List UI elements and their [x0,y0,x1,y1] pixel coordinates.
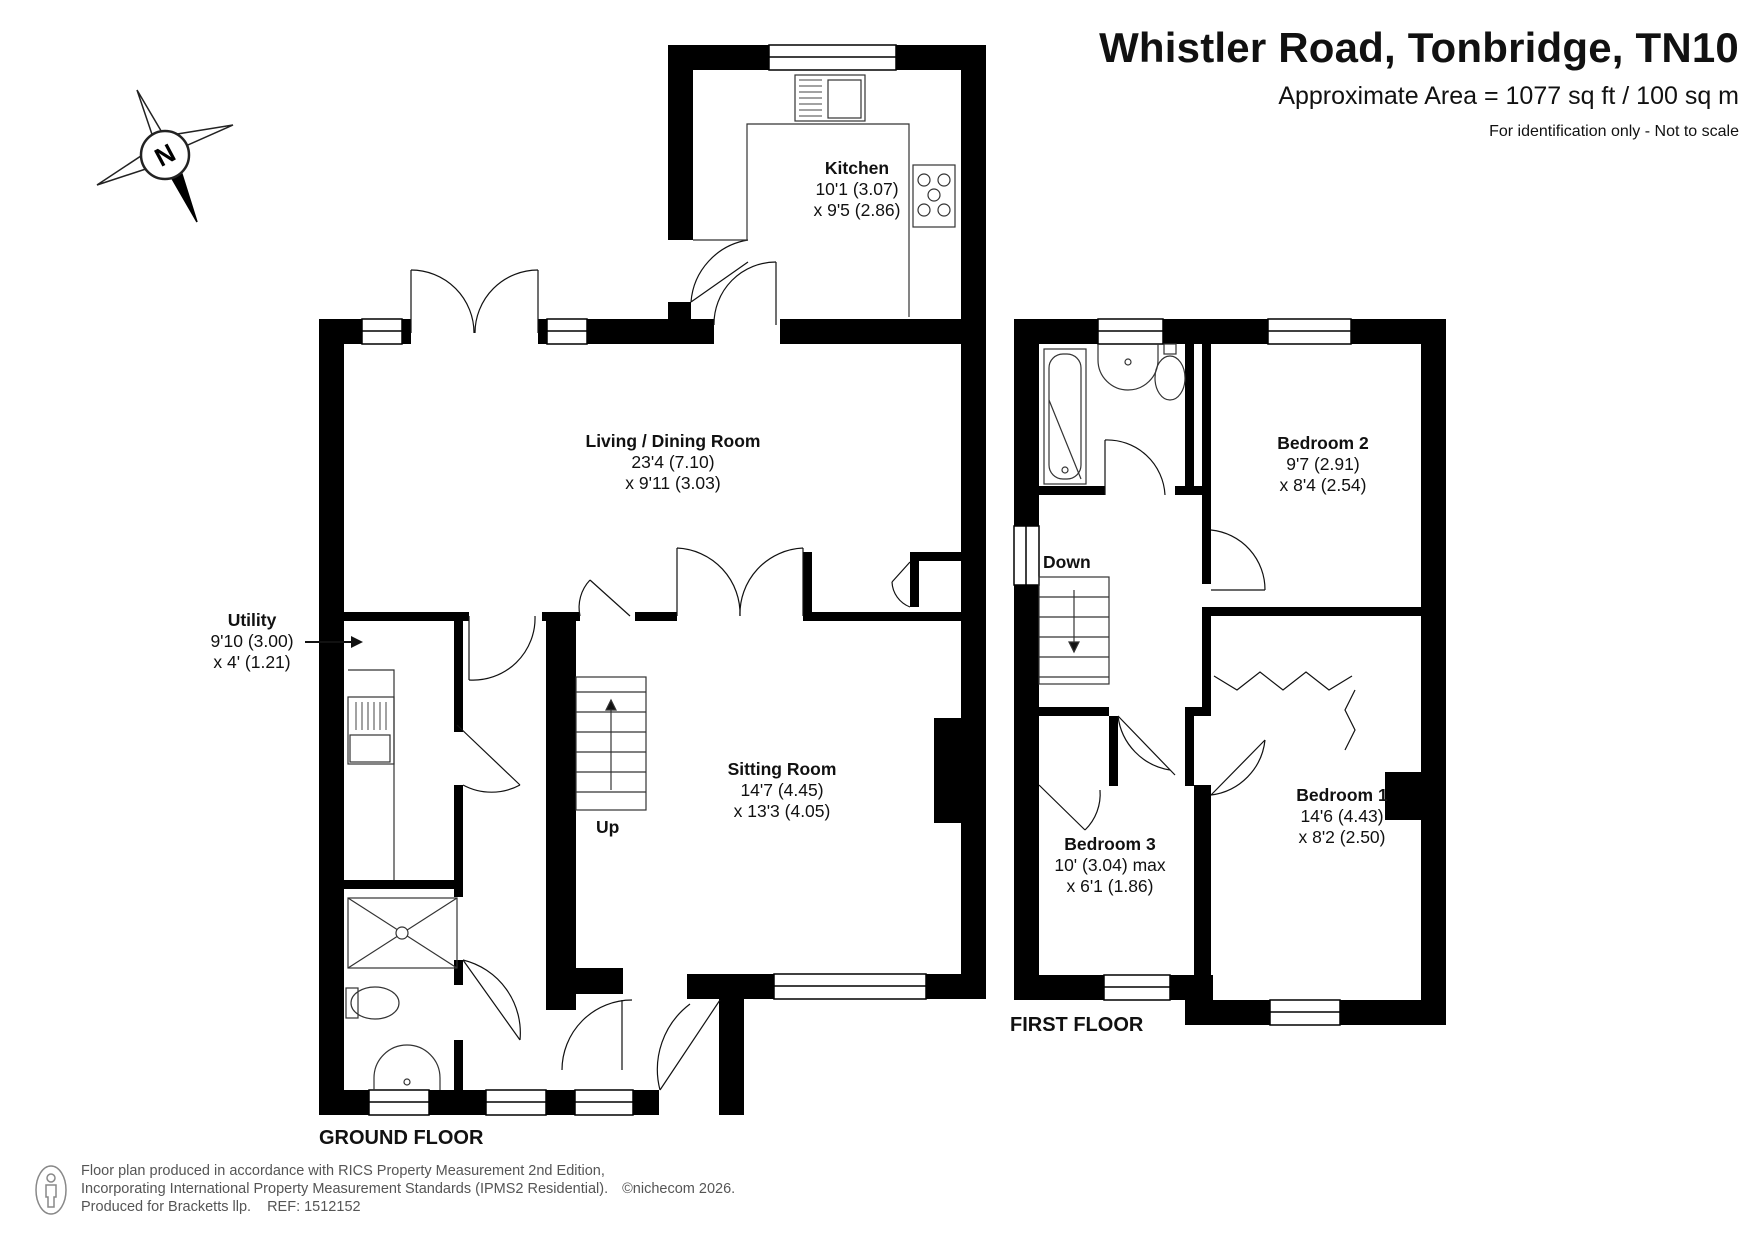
approximate-area: Approximate Area = 1077 sq ft / 100 sq m [1278,82,1739,110]
room-name: Kitchen [824,158,890,178]
first-floor-walls [1014,319,1446,1025]
room-living-dining: Living / Dining Room 23'4 (7.10) x 9'11 … [586,431,761,494]
footer-line: Floor plan produced in accordance with R… [81,1163,605,1179]
utility-pointer-arrow [305,641,361,643]
room-utility: Utility 9'10 (3.00) x 4' (1.21) [210,610,293,673]
room-dimension: 23'4 (7.10) [631,452,715,472]
footer-line: Produced for Bracketts llp. [81,1199,252,1215]
first-floor-doors [1038,439,1356,831]
copyright: ©nichecom 2026. [622,1181,736,1197]
room-dimension: x 13'3 (4.05) [733,801,831,821]
ground-floor-doors [410,239,911,1091]
room-bedroom-3: Bedroom 3 10' (3.04) max x 6'1 (1.86) [1054,834,1165,897]
utility-pointer-arrowhead [351,636,363,648]
room-name: Sitting Room [727,759,837,779]
room-dimension: 14'7 (4.45) [740,780,824,800]
north-compass-icon: N [96,89,234,223]
reference-number: REF: 1512152 [267,1199,361,1215]
room-dimension: x 6'1 (1.86) [1066,876,1154,896]
first-floor-fixtures [1038,343,1186,685]
property-title: Whistler Road, Tonbridge, TN10 [1099,24,1739,71]
stairs-up-label: Up [596,817,620,837]
identification-note: For identification only - Not to scale [1489,123,1739,140]
ground-floor-walls [319,45,986,1115]
room-bedroom-1: Bedroom 1 14'6 (4.43) x 8'2 (2.50) [1296,785,1387,848]
room-dimension: x 4' (1.21) [213,652,291,672]
room-sitting: Sitting Room 14'7 (4.45) x 13'3 (4.05) [728,759,837,822]
room-dimension: 10' (3.04) max [1054,855,1166,875]
room-dimension: x 8'2 (2.50) [1298,827,1386,847]
ground-floor-fixtures [345,74,956,1090]
room-dimension: 10'1 (3.07) [815,179,899,199]
room-dimension: x 8'4 (2.54) [1279,475,1367,495]
first-floor-label: FIRST FLOOR [1010,1014,1144,1036]
room-name: Utility [227,610,277,630]
room-dimension: x 9'5 (2.86) [813,200,901,220]
room-name: Bedroom 3 [1064,834,1156,854]
room-name: Living / Dining Room [585,431,761,451]
footer-line: Incorporating International Property Mea… [81,1181,609,1197]
room-dimension: 9'7 (2.91) [1286,454,1360,474]
room-dimension: 14'6 (4.43) [1300,806,1384,826]
room-name: Bedroom 1 [1296,785,1388,805]
person-icon [35,1165,67,1215]
ground-floor-windows [361,44,927,1116]
first-floor-windows [1013,318,1352,1026]
room-dimension: x 9'11 (3.03) [625,473,721,493]
room-kitchen: Kitchen 10'1 (3.07) x 9'5 (2.86) [814,158,901,221]
footer-disclaimer: Floor plan produced in accordance with R… [81,1162,735,1216]
stairs-down-label: Down [1043,552,1091,572]
room-bedroom-2: Bedroom 2 9'7 (2.91) x 8'4 (2.54) [1277,433,1368,496]
ground-floor-label: GROUND FLOOR [319,1127,484,1149]
title-block: Whistler Road, Tonbridge, TN10 Approxima… [1099,24,1739,141]
room-dimension: 9'10 (3.00) [210,631,294,651]
room-name: Bedroom 2 [1277,433,1369,453]
